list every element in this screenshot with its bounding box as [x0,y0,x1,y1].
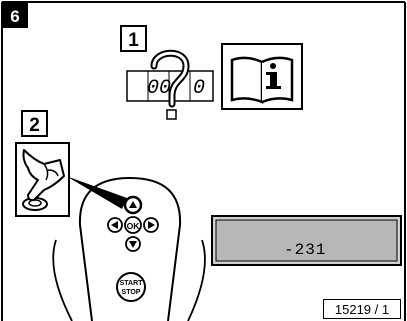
pointer-arrow [66,176,127,209]
start-label: START [120,280,144,287]
figure-number: 6 [10,7,19,26]
lcd-display: -231 [211,215,402,266]
callout-two-label: 2 [29,115,40,136]
ok-label: OK [127,221,141,231]
svg-text:0: 0 [193,77,205,100]
callout-two: 2 [21,110,48,137]
reference-label: 15219 / 1 [323,299,401,319]
question-mark-icon [150,49,190,120]
remote-control-icon: OK START STOP [52,176,206,321]
lcd-value: -231 [284,241,326,259]
info-book-icon [221,43,303,110]
callout-one: 1 [120,25,147,52]
hand-press-icon [15,142,70,217]
figure-number-badge: 6 [2,2,28,28]
segment-digits: 00 [147,77,171,100]
stop-label: STOP [122,289,141,296]
callout-one-label: 1 [128,30,139,51]
